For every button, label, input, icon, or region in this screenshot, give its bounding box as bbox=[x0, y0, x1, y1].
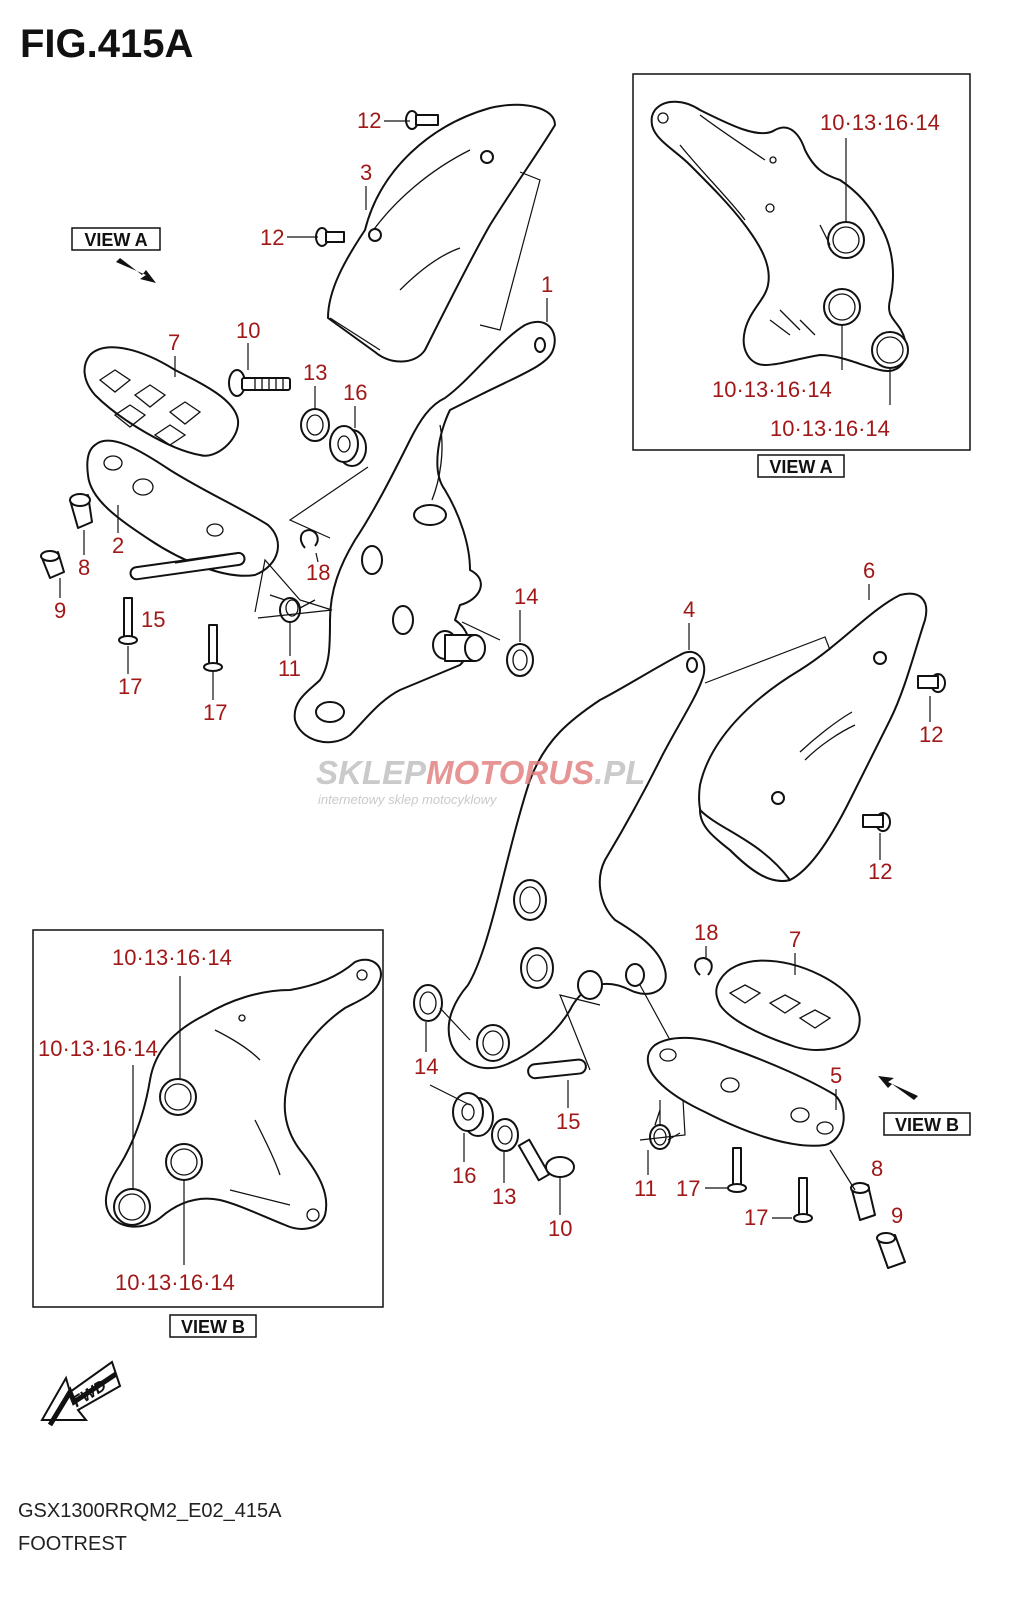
arrow-icon bbox=[878, 1076, 918, 1100]
callout-16: 16 bbox=[343, 380, 367, 405]
view-b-caption-tag: VIEW B bbox=[169, 1314, 257, 1338]
screw-17c bbox=[727, 1147, 747, 1193]
callout-12: 12 bbox=[260, 225, 284, 250]
callout-8: 8 bbox=[78, 555, 90, 580]
spring-11b bbox=[649, 1109, 681, 1150]
arrow-icon bbox=[116, 258, 156, 283]
callout-11: 11 bbox=[278, 656, 301, 681]
washer-14a bbox=[506, 643, 534, 677]
callout-9: 9 bbox=[54, 598, 66, 623]
callout-group: 10·13·16·14 bbox=[115, 1270, 235, 1295]
callout-4: 4 bbox=[683, 597, 695, 622]
screw-12c bbox=[917, 673, 946, 693]
callout-11: 11 bbox=[634, 1176, 657, 1201]
stopper-9b bbox=[876, 1232, 906, 1269]
pin-15a bbox=[129, 551, 246, 581]
watermark: SKLEPMOTORUS.PL internetowy sklep motocy… bbox=[316, 754, 645, 807]
damper-8b bbox=[850, 1182, 876, 1221]
bolt-10a bbox=[228, 369, 291, 397]
figure-title: FIG.415A bbox=[20, 22, 194, 66]
callout-7: 7 bbox=[789, 927, 801, 952]
callout-15: 15 bbox=[141, 607, 165, 632]
callout-group: 10·13·16·14 bbox=[712, 377, 832, 402]
bracket-stud bbox=[432, 630, 486, 662]
callout-17: 17 bbox=[744, 1205, 768, 1230]
callout-group: 10·13·16·14 bbox=[38, 1036, 158, 1061]
callout-16: 16 bbox=[452, 1163, 476, 1188]
svg-text:VIEW A: VIEW A bbox=[769, 457, 832, 477]
view-a-inset bbox=[632, 73, 971, 451]
svg-text:VIEW A: VIEW A bbox=[84, 230, 147, 250]
svg-text:VIEW B: VIEW B bbox=[181, 1317, 245, 1337]
callout-18: 18 bbox=[306, 560, 330, 585]
callout-9: 9 bbox=[891, 1203, 903, 1228]
svg-text:VIEW B: VIEW B bbox=[895, 1115, 959, 1135]
callout-12: 12 bbox=[919, 722, 943, 747]
screw-17a bbox=[118, 597, 138, 645]
callout-17: 17 bbox=[676, 1176, 700, 1201]
callout-5: 5 bbox=[830, 1063, 842, 1088]
screw-17b bbox=[203, 624, 223, 672]
callout-14: 14 bbox=[514, 584, 538, 609]
figure-name: FOOTREST bbox=[18, 1533, 127, 1555]
fwd-arrow-icon: FWD bbox=[40, 1360, 122, 1427]
heel-guard-3 bbox=[327, 103, 556, 363]
view-b-tag: VIEW B bbox=[878, 1076, 971, 1136]
footrest-bracket-4 bbox=[447, 650, 706, 1070]
model-code: GSX1300RRQM2_E02_415A bbox=[18, 1500, 282, 1522]
callout-group: 10·13·16·14 bbox=[770, 416, 890, 441]
view-a-tag: VIEW A bbox=[71, 227, 161, 283]
footpeg-rubber-7a bbox=[83, 346, 240, 457]
callout-group: 10·13·16·14 bbox=[820, 110, 940, 135]
bushing-16b bbox=[452, 1092, 494, 1137]
screw-12b bbox=[315, 227, 345, 247]
stopper-9a bbox=[40, 550, 65, 579]
washer-13b bbox=[491, 1118, 519, 1152]
callout-15: 15 bbox=[556, 1109, 580, 1134]
callout-18: 18 bbox=[694, 920, 718, 945]
callout-13: 13 bbox=[492, 1184, 516, 1209]
washer-13a bbox=[300, 408, 330, 442]
callout-group: 10·13·16·14 bbox=[112, 945, 232, 970]
callout-labels: 12 3 12 1 7 10 13 16 8 2 9 18 15 14 11 1… bbox=[38, 108, 943, 1295]
callout-1: 1 bbox=[541, 272, 553, 297]
bushing-16a bbox=[329, 425, 367, 467]
screw-17d bbox=[793, 1177, 813, 1223]
callout-13: 13 bbox=[303, 360, 327, 385]
circlip-18b bbox=[694, 957, 713, 976]
callout-17: 17 bbox=[118, 674, 142, 699]
assembly-lines-b bbox=[429, 636, 856, 1191]
callout-10: 10 bbox=[236, 318, 260, 343]
callout-12: 12 bbox=[357, 108, 381, 133]
damper-8a bbox=[69, 493, 93, 529]
footpeg-5 bbox=[646, 1036, 845, 1147]
circlip-18a bbox=[299, 529, 319, 549]
footrest-bracket-1 bbox=[293, 320, 556, 744]
view-b-inset bbox=[32, 929, 384, 1308]
callout-12: 12 bbox=[868, 859, 892, 884]
view-a-caption-tag: VIEW A bbox=[757, 454, 845, 478]
footpeg-2 bbox=[86, 439, 279, 577]
callout-8: 8 bbox=[871, 1156, 883, 1181]
callout-10: 10 bbox=[548, 1216, 572, 1241]
callout-17: 17 bbox=[203, 700, 227, 725]
screw-12d bbox=[862, 812, 891, 832]
pin-15b bbox=[527, 1058, 587, 1080]
svg-text:internetowy sklep motocyklowy: internetowy sklep motocyklowy bbox=[318, 792, 498, 807]
callout-2: 2 bbox=[112, 533, 124, 558]
callout-7: 7 bbox=[168, 330, 180, 355]
callout-3: 3 bbox=[360, 160, 372, 185]
heel-guard-6 bbox=[698, 592, 928, 882]
bolt-10b bbox=[517, 1138, 575, 1182]
screw-12a bbox=[405, 110, 439, 130]
footpeg-rubber-7b bbox=[715, 959, 861, 1051]
svg-text:SKLEPMOTORUS.PL: SKLEPMOTORUS.PL bbox=[316, 754, 645, 791]
callout-6: 6 bbox=[863, 558, 875, 583]
assembly-lines-a bbox=[174, 171, 541, 641]
washer-14b bbox=[413, 984, 443, 1022]
callout-14: 14 bbox=[414, 1054, 438, 1079]
spring-11a bbox=[269, 594, 316, 623]
